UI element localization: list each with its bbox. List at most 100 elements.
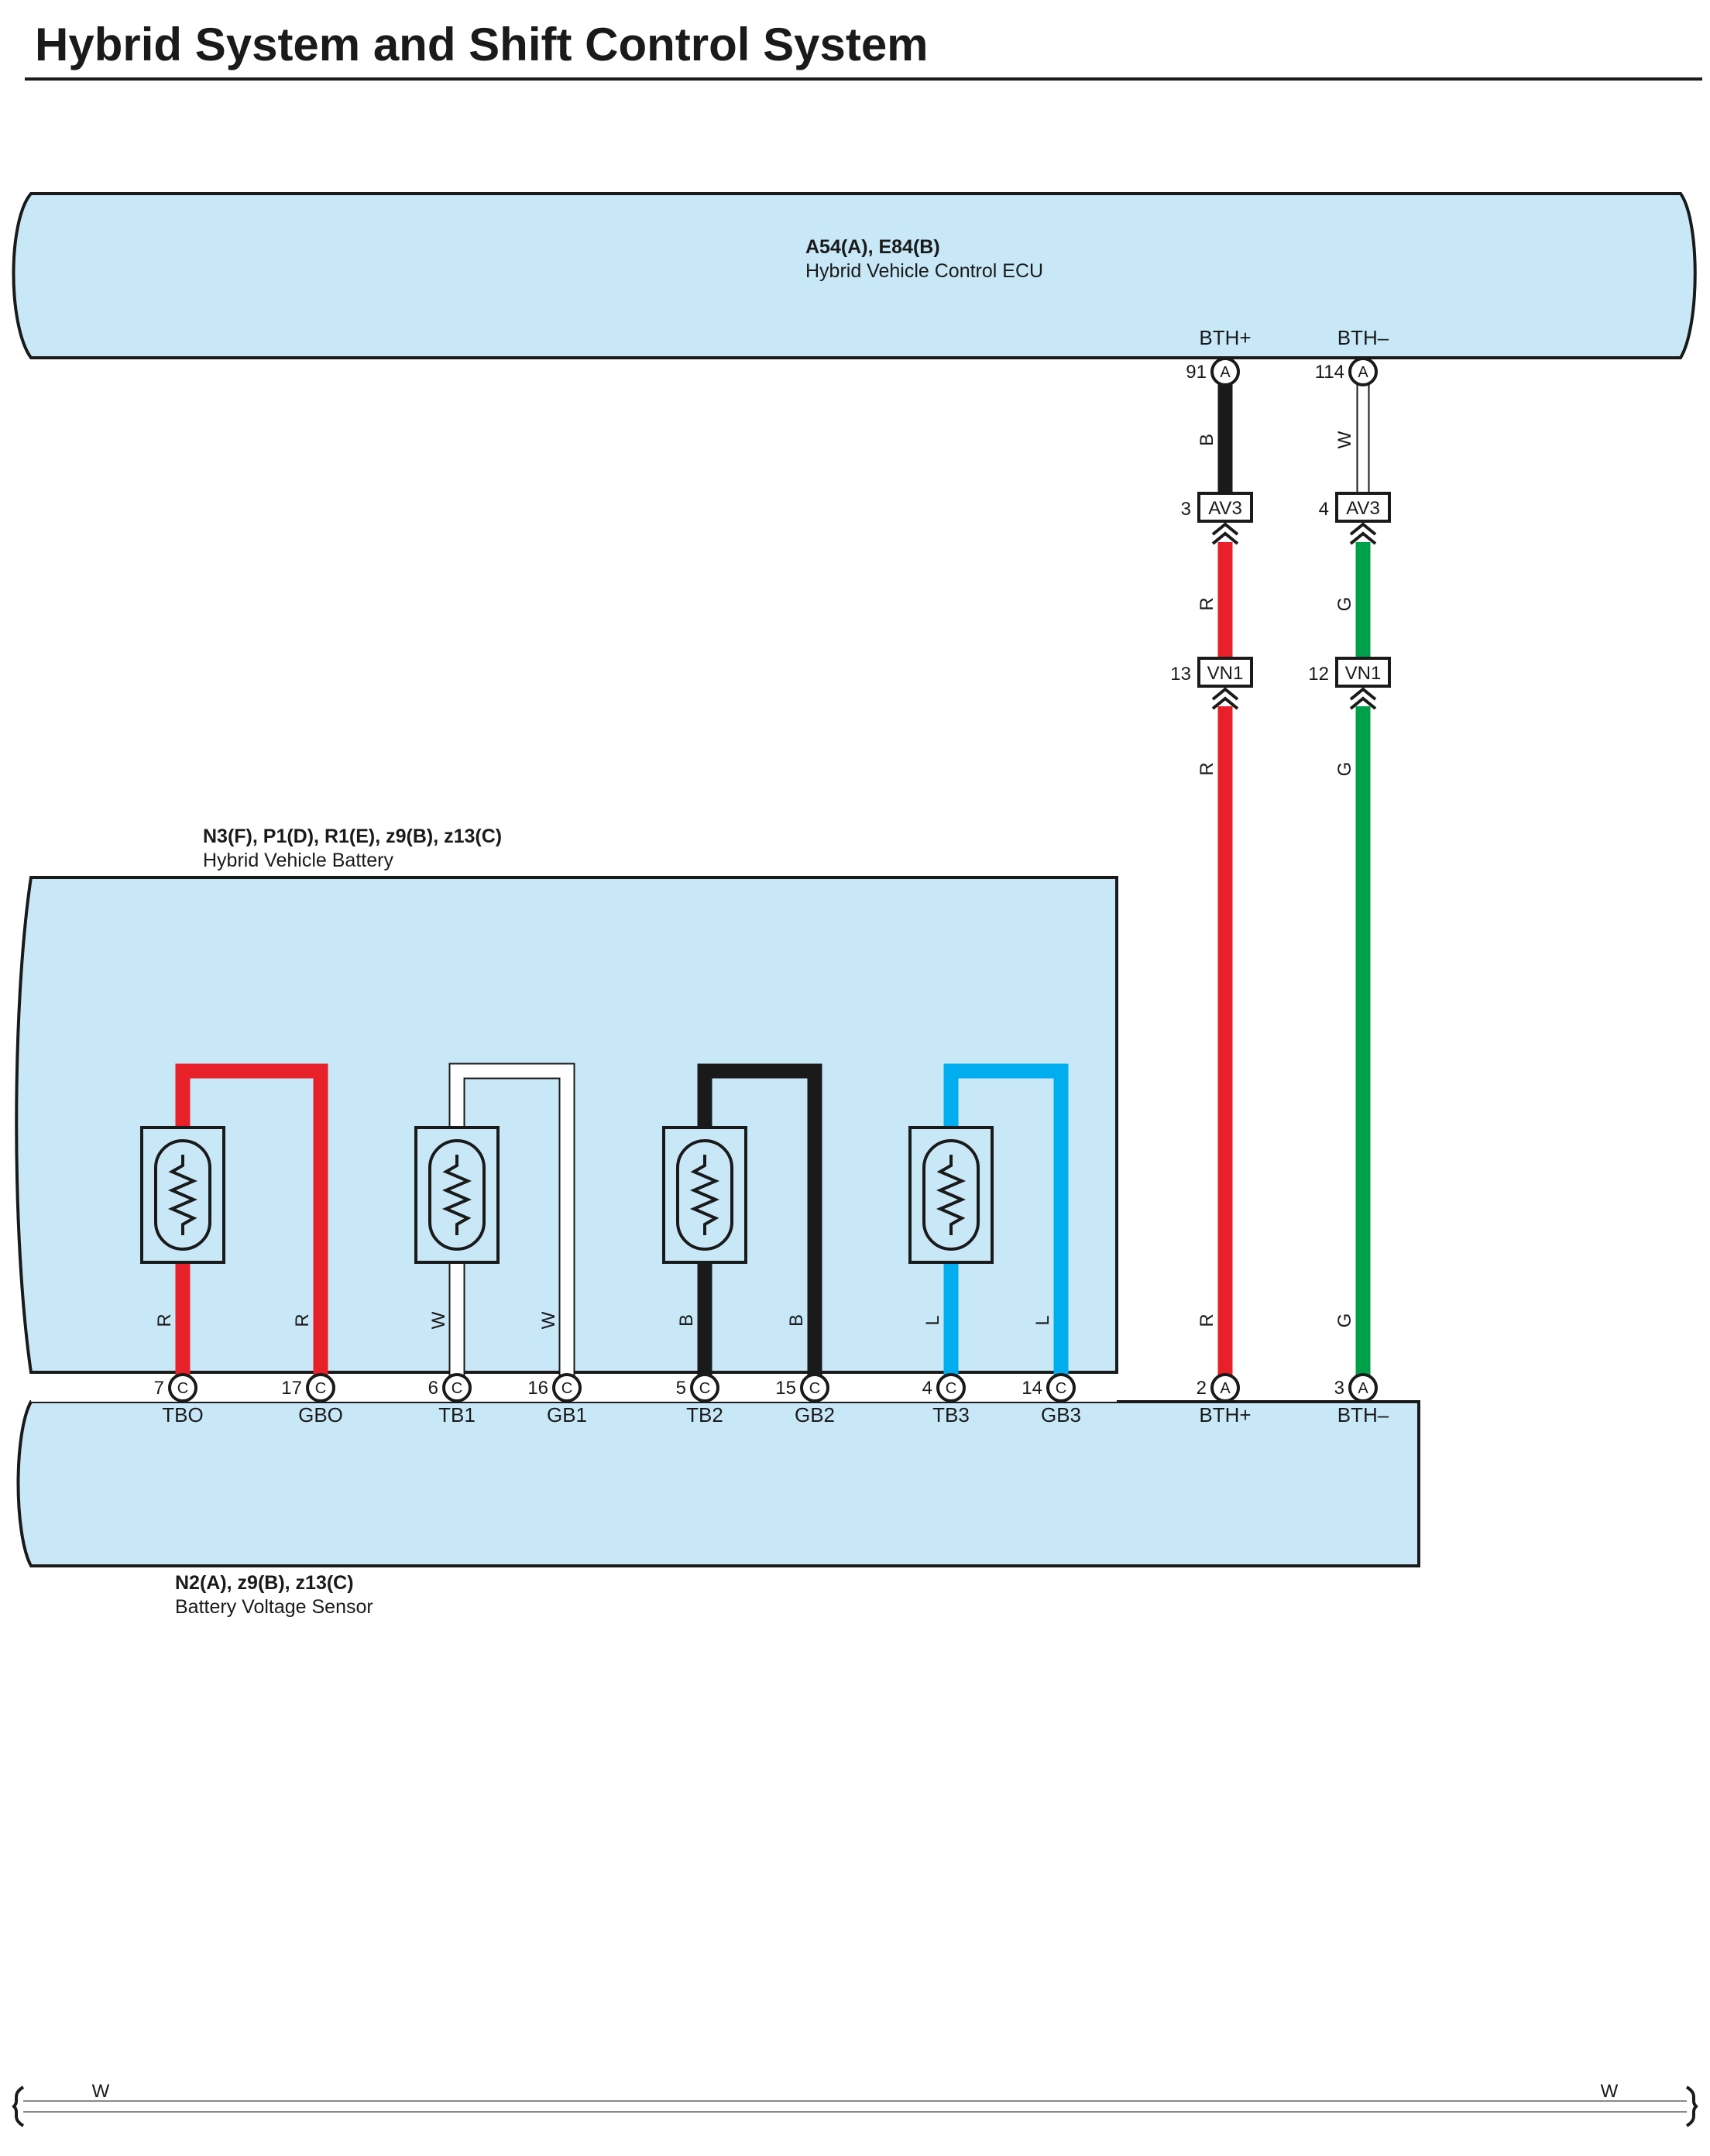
- thermistor-icon: [140, 1126, 225, 1264]
- inline-connector-av3: AV3: [1335, 492, 1391, 545]
- connector-code: VN1: [1345, 663, 1382, 684]
- battery-name: Hybrid Vehicle Battery: [203, 850, 393, 871]
- wire-color-label: W: [428, 1311, 449, 1329]
- ecu-pin-number: 114: [1315, 362, 1344, 383]
- page-title: Hybrid System and Shift Control System: [35, 19, 929, 70]
- wire-color-label: L: [922, 1315, 943, 1325]
- sensor-pin-label: TBO: [162, 1403, 203, 1426]
- inline-pin-number: 3: [1181, 499, 1191, 520]
- sensor-pin-label: GBO: [298, 1403, 343, 1426]
- connector-letter: C: [177, 1380, 188, 1397]
- ecu-terminal-bth-plus: A: [1210, 357, 1240, 386]
- wire-color-label: B: [786, 1314, 807, 1327]
- sensor-pin-number: 3: [1334, 1378, 1344, 1399]
- title-rule: [25, 77, 1702, 81]
- wire-color-label: R: [154, 1313, 175, 1327]
- inline-connector-vn1: VN1: [1335, 657, 1391, 710]
- sensor-pin-number: 15: [775, 1378, 796, 1399]
- bus-color-label-left: W: [92, 2081, 110, 2102]
- bus-color-label-right: W: [1601, 2081, 1619, 2102]
- ecu-code: A54(A), E84(B): [805, 236, 940, 258]
- sensor-pin-number: 4: [922, 1378, 932, 1399]
- connector-letter: C: [452, 1380, 462, 1397]
- terminal-circle: [1348, 1373, 1378, 1402]
- terminal-circle: [690, 1373, 719, 1402]
- connector-letter: C: [315, 1380, 326, 1397]
- wire-color-label: R: [1197, 762, 1217, 775]
- sensor-pin-label: BTH+: [1199, 1403, 1251, 1426]
- terminal-circle: [936, 1373, 966, 1402]
- inline-pin-number: 4: [1319, 499, 1329, 520]
- wire-color-label: L: [1032, 1315, 1053, 1325]
- thermistor-icon: [662, 1126, 747, 1264]
- wire-color-label: G: [1334, 1313, 1355, 1328]
- inline-connector-vn1: VN1: [1197, 657, 1253, 710]
- ecu-pin-number: 91: [1186, 362, 1207, 383]
- inline-pin-number: 12: [1308, 664, 1329, 685]
- connector-letter: C: [1056, 1380, 1066, 1397]
- connector-letter: A: [1358, 1380, 1368, 1397]
- sensor-pin-label: GB2: [795, 1403, 835, 1426]
- sensor-pin-number: 5: [676, 1378, 686, 1399]
- wire-color-label: G: [1334, 762, 1355, 777]
- terminal-circle: [168, 1373, 197, 1402]
- wire-color-label: R: [292, 1313, 313, 1327]
- thermistor-icon: [908, 1126, 994, 1264]
- connector-letter: A: [1358, 364, 1368, 381]
- terminal-circle: [800, 1373, 829, 1402]
- sensor-pin-number: 16: [527, 1378, 548, 1399]
- ecu-terminal-bth-minus: A: [1348, 357, 1378, 386]
- connector-letter: C: [809, 1380, 820, 1397]
- connector-letter: C: [946, 1380, 956, 1397]
- inline-pin-number: 13: [1170, 664, 1191, 685]
- wire-color-label: G: [1334, 597, 1355, 612]
- wire-color-label: W: [1334, 431, 1355, 448]
- sensor-pin-label: GB1: [547, 1403, 587, 1426]
- sensor-terminals: C7TBOC17GBOC6TB1C16GB1C5TB2C15GB2C4TB3C1…: [154, 1373, 1389, 1426]
- ecu-name: Hybrid Vehicle Control ECU: [805, 260, 1043, 282]
- sensor-panel: [16, 1400, 1420, 1567]
- sensor-pin-number: 2: [1197, 1378, 1207, 1399]
- wire-color-label: B: [676, 1314, 697, 1327]
- sensor-pin-label: TB2: [686, 1403, 723, 1426]
- terminal-circle: [1210, 1373, 1240, 1402]
- bottom-bus: [12, 2086, 1698, 2127]
- thermistor-icon: [414, 1126, 500, 1264]
- sensor-pin-label: BTH–: [1337, 1403, 1389, 1426]
- connector-code: AV3: [1346, 498, 1380, 519]
- terminal-circle: [442, 1373, 472, 1402]
- sensor-name: Battery Voltage Sensor: [175, 1596, 373, 1618]
- sensor-code: N2(A), z9(B), z13(C): [175, 1572, 354, 1594]
- sensor-pin-number: 7: [154, 1378, 164, 1399]
- sensor-pin-label: GB3: [1041, 1403, 1081, 1426]
- wire-color-label: W: [538, 1311, 559, 1329]
- ecu-pin-label-bth-minus: BTH–: [1337, 326, 1389, 349]
- terminal-circle: [1046, 1373, 1076, 1402]
- wire-color-label: R: [1197, 1313, 1217, 1327]
- connector-letter: A: [1220, 1380, 1231, 1397]
- ecu-panel: [12, 192, 1697, 359]
- sensor-pin-number: 14: [1022, 1378, 1042, 1399]
- connector-letter: C: [561, 1380, 572, 1397]
- connector-code: VN1: [1207, 663, 1244, 684]
- connector-letter: C: [699, 1380, 710, 1397]
- sensor-pin-label: TB3: [932, 1403, 970, 1426]
- connector-letter: A: [1220, 364, 1231, 381]
- terminal-circle: [306, 1373, 335, 1402]
- wire-color-label: B: [1197, 434, 1217, 446]
- battery-code: N3(F), P1(D), R1(E), z9(B), z13(C): [203, 826, 502, 847]
- ecu-pin-label-bth-plus: BTH+: [1199, 326, 1251, 349]
- terminal-circle: [552, 1373, 582, 1402]
- connector-code: AV3: [1208, 498, 1242, 519]
